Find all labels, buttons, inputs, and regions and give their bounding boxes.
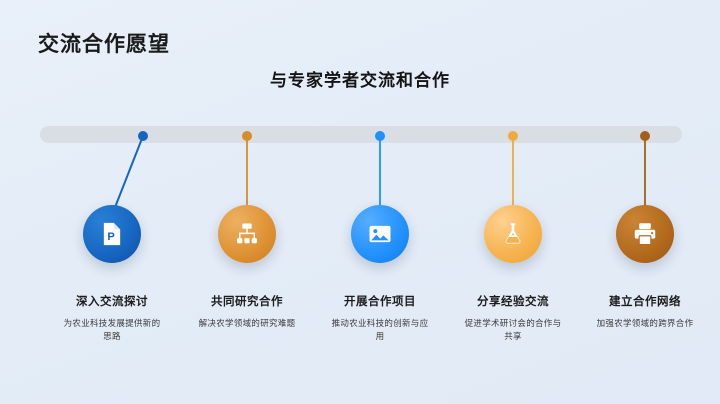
timeline-item-1[interactable]: P 深入交流探讨 为农业科技发展提供新的思路 [42, 205, 182, 343]
icon-circle-5[interactable] [616, 205, 674, 263]
item-label: 深入交流探讨 [76, 296, 148, 308]
timeline-item-5[interactable]: 建立合作网络 加强农学领域的跨界合作 [575, 205, 715, 330]
sitemap-icon [233, 220, 261, 248]
icon-circle-2[interactable] [218, 205, 276, 263]
page-title: 交流合作愿望 [38, 33, 170, 56]
item-label: 分享经验交流 [477, 296, 549, 308]
timeline-item-2[interactable]: 共同研究合作 解决农学领域的研究难题 [177, 205, 317, 330]
icon-circle-3[interactable] [351, 205, 409, 263]
timeline-item-3[interactable]: 开展合作项目 推动农业科技的创新与应用 [310, 205, 450, 343]
icon-circle-1[interactable]: P [83, 205, 141, 263]
item-label: 共同研究合作 [211, 296, 283, 308]
page-subtitle: 与专家学者交流和合作 [270, 71, 450, 90]
item-description: 为农业科技发展提供新的思路 [63, 317, 161, 341]
item-label: 建立合作网络 [609, 296, 681, 308]
timeline-bar [40, 126, 682, 143]
item-description: 解决农学领域的研究难题 [198, 317, 296, 328]
item-label: 开展合作项目 [344, 296, 416, 308]
svg-text:P: P [107, 231, 115, 243]
image-icon [366, 220, 394, 248]
icon-circle-4[interactable] [484, 205, 542, 263]
item-description: 推动农业科技的创新与应用 [331, 317, 429, 341]
flask-icon [499, 220, 527, 248]
printer-icon [631, 220, 659, 248]
timeline-item-4[interactable]: 分享经验交流 促进学术研讨会的合作与共享 [443, 205, 583, 343]
item-description: 加强农学领域的跨界合作 [596, 317, 694, 328]
powerpoint-file-icon: P [98, 220, 126, 248]
item-description: 促进学术研讨会的合作与共享 [464, 317, 562, 341]
